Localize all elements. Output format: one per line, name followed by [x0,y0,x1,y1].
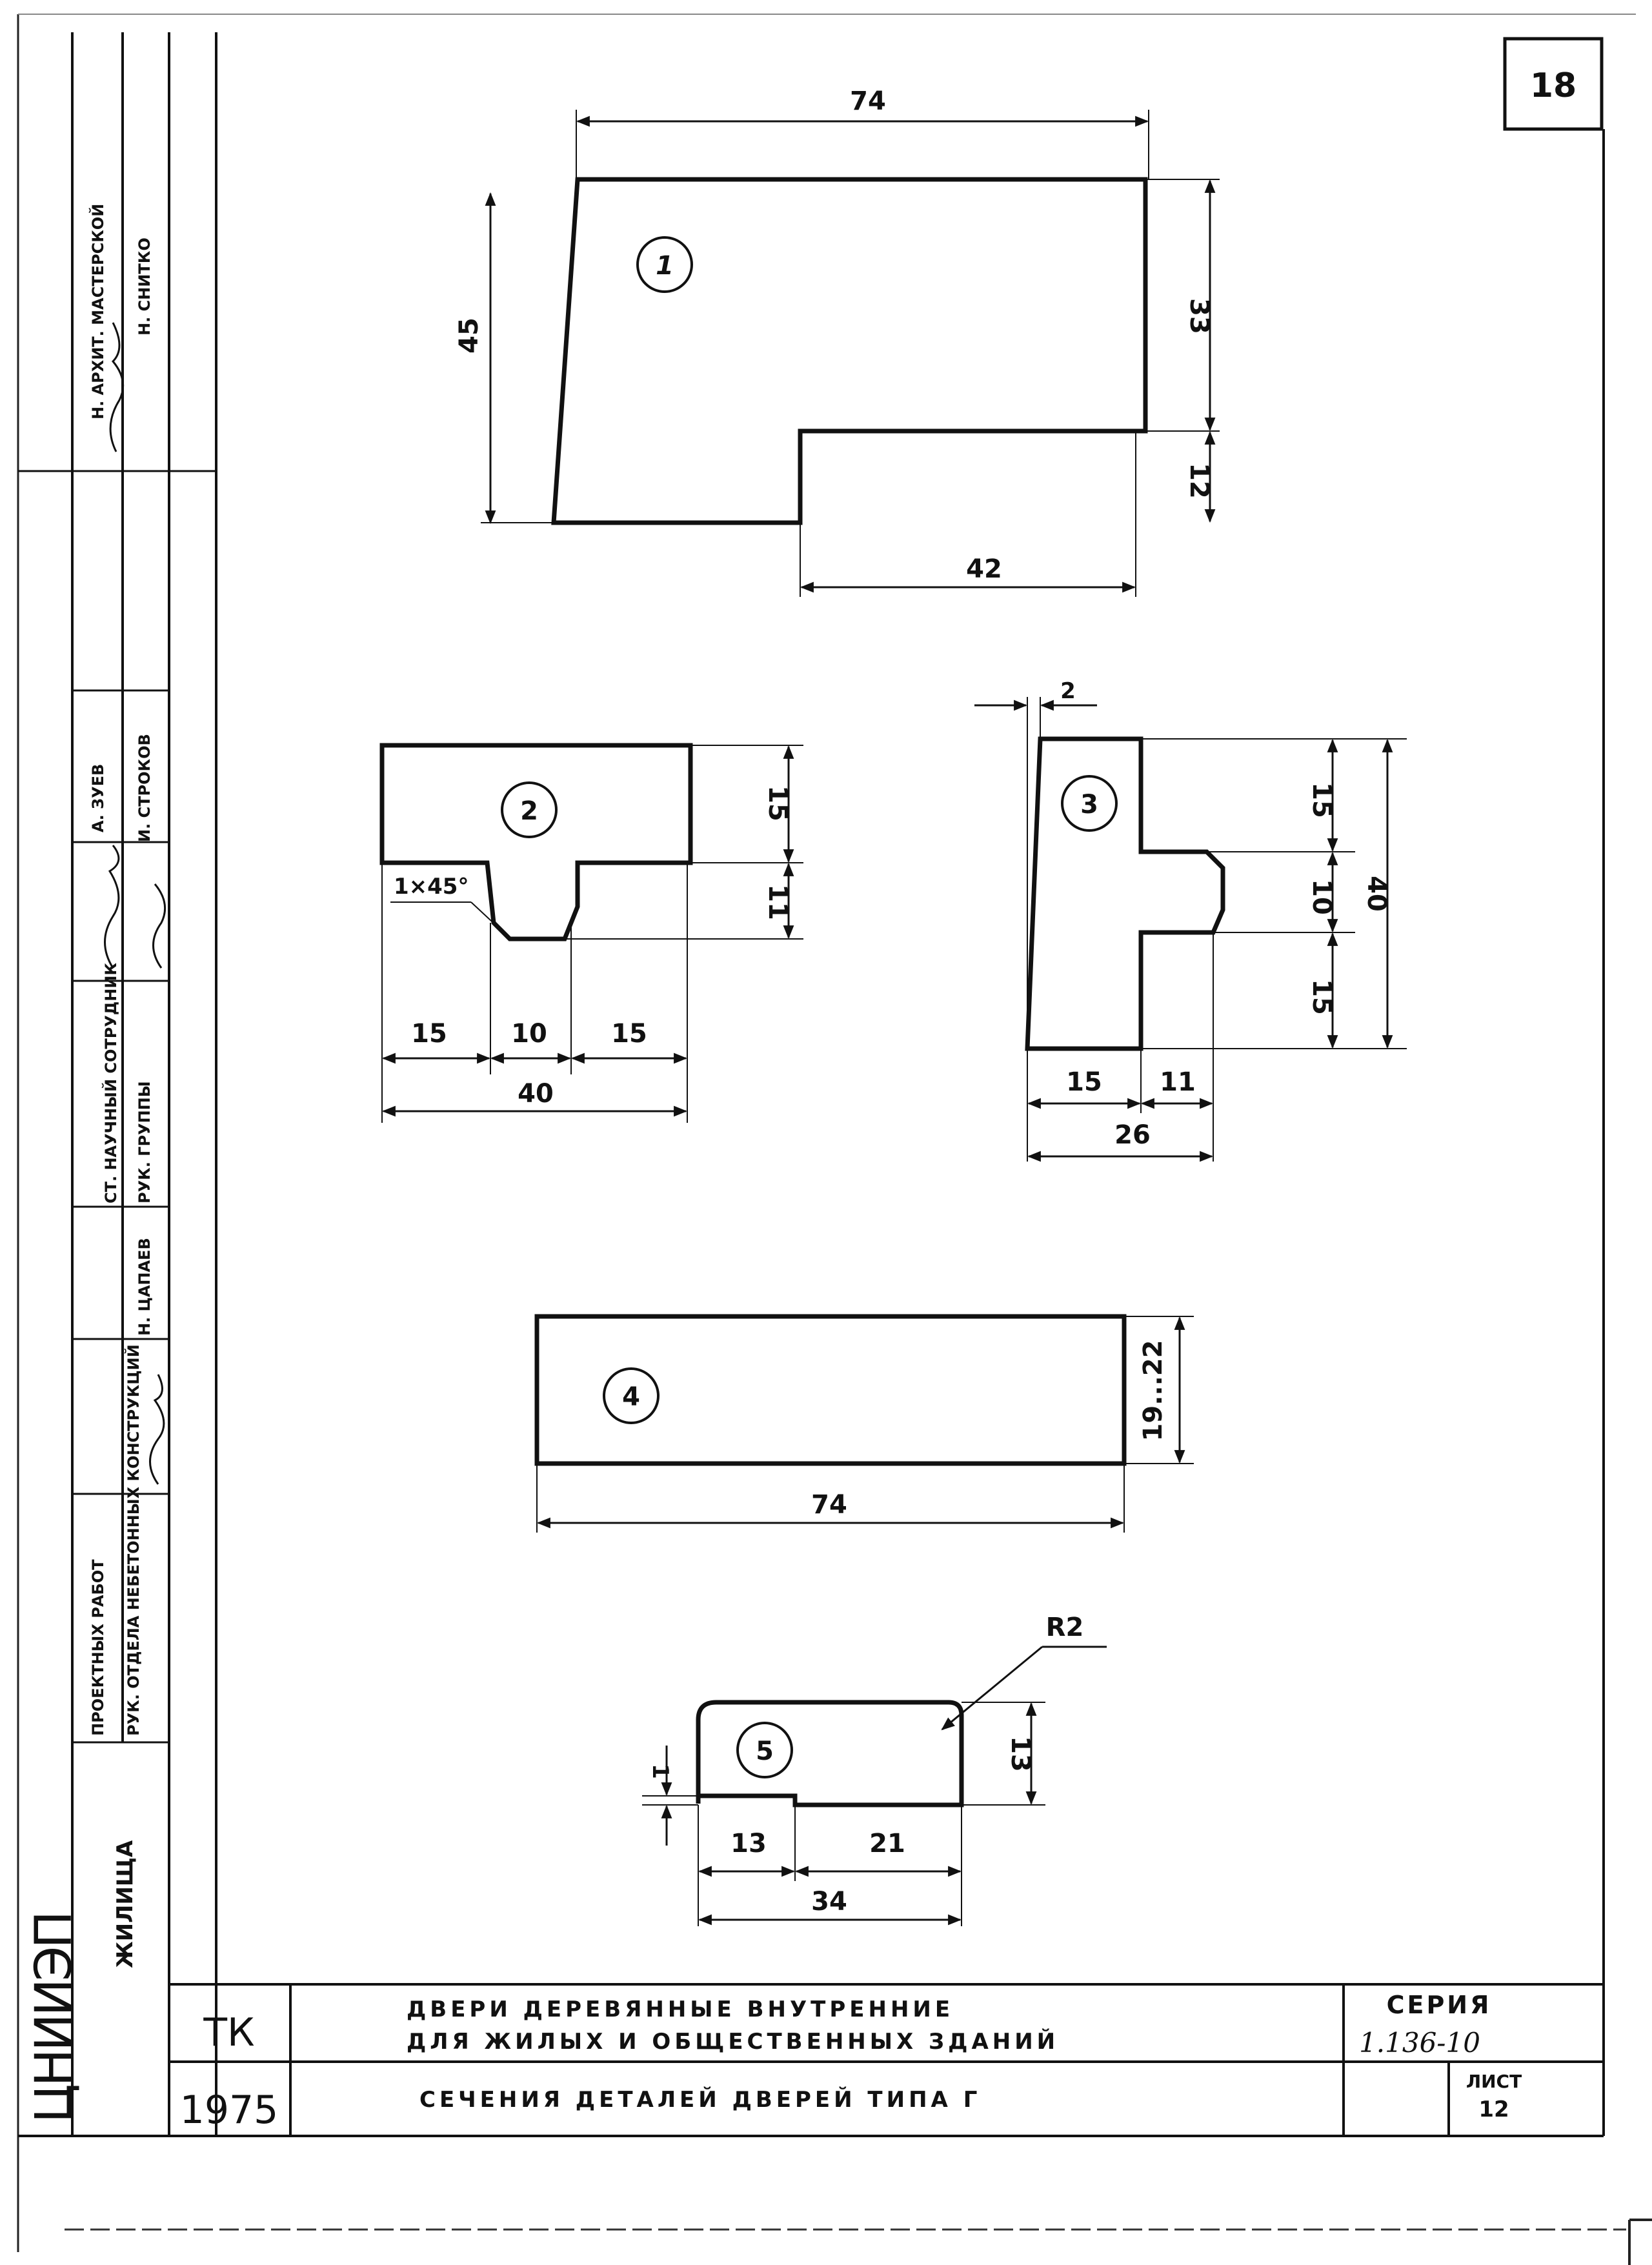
detail-2-label: 2 [520,796,538,826]
signature [104,845,120,969]
detail-2-profile [379,743,693,941]
detail-1-label: 1 [656,251,674,281]
stamp-role-3: РУК. ГРУППЫ [136,1081,154,1203]
dimension-label: 11 [1160,1067,1196,1097]
detail-1-marker [636,236,693,293]
detail-5-profile [696,1700,964,1807]
detail-3-marker [1061,775,1118,832]
radius-label: R2 [1046,1613,1084,1642]
series-number: 1.136-10 [1359,2027,1480,2059]
stamp-role-2: СТ. НАУЧНЫЙ СОТРУДНИК [101,963,120,1203]
signature [152,883,166,969]
detail-1-profile [551,177,1148,525]
dimension-label: 15 [411,1019,447,1049]
dimension-label: 13 [730,1829,767,1858]
dimension-label: 1 [647,1764,673,1779]
drawing-title-line-2: ДЛЯ ЖИЛЫХ И ОБЩЕСТВЕННЫХ ЗДАНИЙ [407,2028,1059,2055]
dimension-label: 19...22 [1138,1340,1168,1442]
sheet-frame [17,14,1652,2265]
dimension-label: 2 [1060,678,1076,704]
drawing-title-line-1: ДВЕРИ ДЕРЕВЯННЫЕ ВНУТРЕННИЕ [407,1997,954,2022]
signature [149,1374,165,1485]
dimension-label: 42 [966,554,1002,584]
series-label: СЕРИЯ [1387,1991,1492,2019]
title-block: ТК 1975 ДВЕРИ ДЕРЕВЯННЫЕ ВНУТРЕННИЕ ДЛЯ … [169,1983,1604,2136]
stamp-role-1: Н. АРХИТ. МАСТЕРСКОЙ [88,204,107,419]
document-year: 1975 [180,2088,279,2133]
detail-5-label: 5 [756,1736,774,1766]
drawing-subtitle: СЕЧЕНИЯ ДЕТАЛЕЙ ДВЕРЕЙ ТИПА Г [419,2086,981,2113]
signature [109,322,125,452]
dimension-label: 34 [811,1887,847,1917]
dimension-label: 26 [1114,1120,1151,1150]
dimension-label: 15 [611,1019,647,1049]
dimension-label: 45 [454,317,484,354]
page-number-box: 18 [1503,37,1604,131]
stamp-name-2: А. ЗУЕВ [89,764,107,832]
detail-2-marker [501,781,558,838]
stamp-role-4: РУК. ОТДЕЛА НЕБЕТОННЫХ КОНСТРУКЦИЙ [124,1344,143,1736]
stamp-institute: ЖИЛИЩА [112,1840,138,1968]
dimension-label: 12 [1184,463,1214,499]
dimension-label: 40 [1362,876,1391,912]
dimension-label: 10 [1307,879,1336,915]
detail-5-marker [736,1722,793,1778]
dimension-label: 10 [511,1019,547,1049]
dimension-label: 33 [1184,298,1214,334]
stamp-role-5: ПРОЕКТНЫХ РАБОТ [89,1559,107,1736]
dimension-label: 40 [518,1079,554,1109]
document-code: ТК [203,2010,254,2055]
detail-3-label: 3 [1080,790,1098,820]
stamp-name-3: И. СТРОКОВ [136,734,154,842]
sheet-number: 12 [1478,2097,1509,2122]
sheet-label: ЛИСТ [1466,2071,1522,2092]
dimension-label: 13 [1005,1736,1035,1772]
dimension-label: 21 [869,1829,905,1858]
stamp-name-1: Н. СНИТКО [136,237,154,336]
detail-2: 2 15 11 1×45° 15 10 15 40 [379,743,803,1123]
detail-4-marker [603,1367,660,1424]
detail-1: 1 74 45 33 12 42 [454,86,1220,597]
page-number: 18 [1530,66,1576,105]
chamfer-label: 1×45° [394,874,468,900]
detail-3-profile [1025,736,1225,1051]
detail-4: 4 19...22 74 [534,1314,1194,1533]
institute-logo: ЦНИИЭП [25,1913,83,2123]
dimension-label: 11 [763,884,792,920]
dimension-label: 15 [1307,979,1336,1015]
dimension-label: 74 [850,86,886,116]
dimension-label: 15 [1307,782,1336,818]
side-stamp: Н. АРХИТ. МАСТЕРСКОЙ Н. СНИТКО А. ЗУЕВ И… [18,32,216,2137]
detail-4-label: 4 [622,1382,640,1412]
detail-4-profile [534,1314,1127,1466]
stamp-name-4: Н. ЦАПАЕВ [136,1238,154,1336]
dimension-label: 15 [763,785,792,821]
detail-5: 5 R2 13 1 13 21 34 [642,1613,1107,1926]
detail-3: 3 2 15 10 15 40 15 11 26 [974,678,1407,1162]
dimension-label: 74 [811,1490,847,1520]
dimension-label: 15 [1066,1067,1102,1097]
